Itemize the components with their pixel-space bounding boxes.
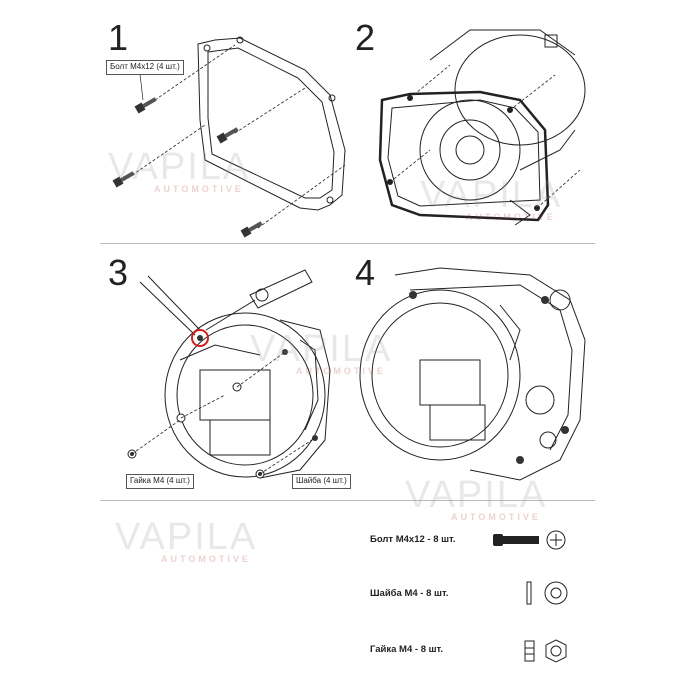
bolt-icon (112, 97, 263, 238)
washer-top-icon (544, 581, 568, 605)
step-number-1: 1 (108, 17, 129, 58)
callout-nut: Гайка М4 (4 шт.) (126, 474, 194, 489)
step-number-3: 3 (108, 252, 129, 293)
divider-lower (100, 500, 595, 501)
callout-bolt: Болт М4х12 (4 шт.) (106, 60, 184, 75)
nut-side-icon (524, 640, 535, 662)
legend-nut-label: Гайка М4 - 8 шт. (370, 644, 443, 655)
washer-side-icon (526, 581, 532, 605)
nut-top-icon (545, 639, 567, 663)
bolt-side-icon (493, 534, 539, 546)
legend-bolt-label: Болт М4х12 - 8 шт. (370, 534, 456, 545)
step-number-2: 2 (355, 17, 376, 58)
legend-washer-label: Шайба М4 - 8 шт. (370, 588, 449, 599)
callout-washer: Шайба (4 шт.) (292, 474, 351, 489)
step-number-4: 4 (355, 252, 376, 293)
bolt-head-icon (546, 530, 566, 550)
divider-upper (100, 243, 595, 244)
